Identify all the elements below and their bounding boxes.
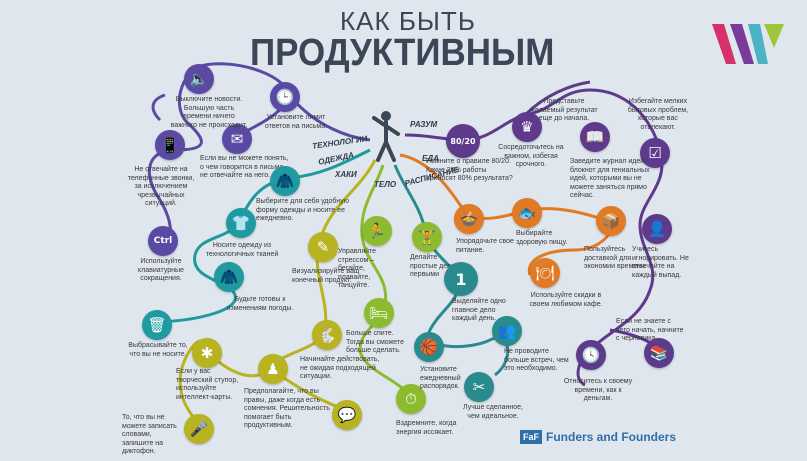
tip-one-thing: Выделяйте одно главное дело каждый день. — [452, 298, 506, 322]
tip-healthy: Выбирайте здоровую пищу. — [516, 230, 568, 246]
tip-start: Начинайте действовать, не ожидая подходя… — [300, 356, 380, 380]
bowl-icon: 🍲 — [454, 204, 484, 234]
lifter-icon: 🏋 — [412, 222, 442, 252]
tip-journal: Заведите журнал идей - блокнот для гениа… — [570, 158, 650, 199]
book-icon: 📖 — [580, 122, 610, 152]
tip-uniform: Выберите для себя удобную форму одежды и… — [256, 198, 349, 222]
brand-logo-icon: FaF — [520, 430, 542, 444]
tip-imagine: Представьте желаемый результат еще до на… — [530, 98, 598, 122]
tip-energy: Вздремните, когда энергия иссякает. — [396, 420, 457, 436]
label-hacks: ХАКИ — [335, 170, 357, 179]
tip-done-better: Лучше сделанное, чем идеальное. — [463, 404, 523, 420]
shirt-icon: 👕 — [226, 208, 256, 238]
chess-icon: ♟ — [258, 354, 288, 384]
crown-icon: ♛ — [512, 112, 542, 142]
tip-visualize: Визуализируйте ваш конечный продукт. — [292, 268, 360, 284]
meeting-icon: 👥 — [492, 316, 522, 346]
tip-discounts: Используйте скидки в своем любимом кафе. — [529, 292, 603, 308]
rabbit-icon: 🐇 — [312, 320, 342, 350]
suit-icon: 🧥 — [214, 262, 244, 292]
w-logo-icon: W — [708, 18, 784, 64]
delivery-icon: 📦 — [596, 206, 626, 236]
title-line-2: ПРОДУКТИВНЫМ — [250, 32, 555, 74]
tip-money-time: Относитесь к своему времени, как к деньг… — [563, 378, 633, 402]
tip-avoid-small: Избегайте мелких бытовых проблем, которы… — [627, 98, 689, 131]
tip-shortcuts: Используйте клавиатурные сокращения. — [138, 258, 184, 282]
bed-icon: 🛏 — [364, 298, 394, 328]
tip-stress: Управляйте стрессом – бегайте, плавайте,… — [338, 248, 377, 289]
clock-icon: 🕓 — [576, 340, 606, 370]
path-clothes — [159, 148, 371, 324]
title-line-1: КАК БЫТЬ — [340, 6, 476, 36]
path-technology-3 — [151, 93, 166, 122]
scissors-icon: ✂ — [464, 372, 494, 402]
ctrl-icon: Ctrl — [148, 226, 178, 256]
email-icon: ✉ — [222, 124, 252, 154]
tip-routine: Установите ежедневный распорядок. — [420, 366, 461, 390]
tip-simple-first: Делайте простые дела первыми — [410, 254, 455, 278]
label-food: ЕДА — [422, 154, 439, 163]
tip-email-say: Если вы не можете понять, о чем говоритс… — [200, 155, 289, 179]
tip-ignore-learn: Учитесь игнорировать. Не отвечайте на ка… — [632, 246, 689, 279]
brand-name: Funders and Founders — [546, 430, 677, 444]
tip-sleep: Больше спите. Тогда вы сможете больше сд… — [346, 330, 404, 354]
mic-icon: 🎤 — [184, 414, 214, 444]
runner-icon: 🏃 — [362, 216, 392, 246]
tip-phone: Не отвечайте на телефонные звонки, за ис… — [127, 166, 195, 207]
phone-icon: 📱 — [155, 130, 185, 160]
basketball-icon: 🏀 — [414, 332, 444, 362]
ratio-80-20-icon: 80/20 — [446, 124, 480, 158]
label-mind: РАЗУМ — [410, 120, 438, 129]
idea-icon: ✱ — [192, 338, 222, 368]
ignore-icon: 👤 — [642, 214, 672, 244]
jacket-icon: 🧥 — [270, 166, 300, 196]
speech-icon: 💬 — [332, 400, 362, 430]
logo-letter: W — [708, 18, 709, 19]
tip-meetings: Не проводите больше встреч, чем это необ… — [504, 348, 569, 372]
tip-ordered-food: Упорядочьте свое питание. — [456, 238, 514, 254]
tip-delivery: Пользуйтесь доставкой для экономии време… — [584, 246, 647, 270]
speaker-icon: 🔈 — [184, 64, 214, 94]
label-body: ТЕЛО — [374, 180, 397, 189]
food-ok-icon: 🍽 — [530, 258, 560, 288]
tip-email-limit: Установите лимит ответов на письма. — [264, 114, 328, 130]
books-icon: 📚 — [644, 338, 674, 368]
tip-pareto: Помните о правиле 80/20. Какие 20% работ… — [426, 158, 513, 182]
tip-ready-change: Будьте готовы к изменениям погоды. — [226, 296, 294, 312]
tip-assume: Предполагайте, что вы правы, даже когда … — [244, 388, 330, 429]
tip-news: Выключите новости. Большую часть времени… — [170, 96, 248, 129]
clock-mail-icon: 🕒 — [270, 82, 300, 112]
check-icon: ☑ — [640, 138, 670, 168]
tip-draft: Если не знаете с чего начать, начните с … — [616, 318, 684, 342]
number-one-icon: 1 — [444, 262, 478, 296]
path-mind-2 — [523, 80, 591, 117]
tip-tech-fabric: Носите одежду из технологичных тканей — [205, 242, 279, 258]
tip-stupor: Если у вас творческий ступор, используйт… — [176, 368, 239, 401]
trash-icon: 🗑 — [142, 310, 172, 340]
fish-icon: 🐟 — [512, 198, 542, 228]
path-food — [399, 153, 612, 276]
tip-focus: Сосредоточьтесь на важном, избегая срочн… — [498, 144, 564, 168]
pencil-icon: ✎ — [308, 232, 338, 262]
stretching-person-icon — [372, 111, 400, 162]
tip-record: То, что вы не можете записать словами, з… — [122, 414, 177, 455]
tip-discard: Выбрасывайте то, что вы не носите. — [128, 342, 188, 358]
stopwatch-icon: ⏱ — [396, 384, 426, 414]
